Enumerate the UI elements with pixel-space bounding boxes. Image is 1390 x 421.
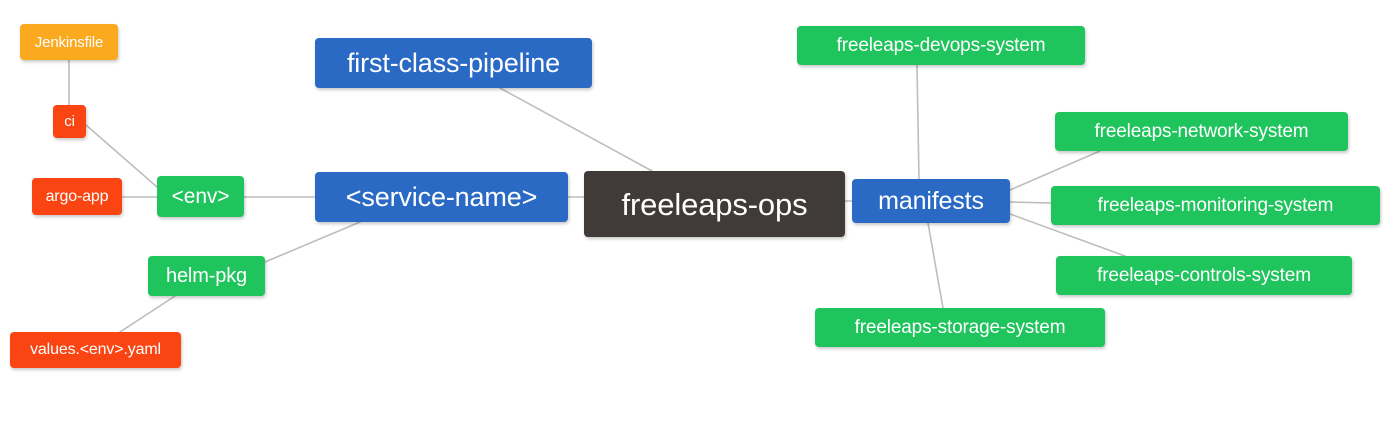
mindmap-node-freeleaps-storage-system[interactable]: freeleaps-storage-system <box>815 308 1105 347</box>
mindmap-node-argo-app[interactable]: argo-app <box>32 178 122 215</box>
node-label-freeleaps-ops: freeleaps-ops <box>621 186 808 222</box>
edge-values-yaml-to-helm-pkg <box>119 295 176 333</box>
mindmap-node-values-yaml[interactable]: values.<env>.yaml <box>10 332 181 368</box>
node-label-argo-app: argo-app <box>45 187 109 205</box>
node-label-freeleaps-controls-system: freeleaps-controls-system <box>1097 265 1311 286</box>
mindmap-node-freeleaps-controls-system[interactable]: freeleaps-controls-system <box>1056 256 1352 295</box>
mindmap-node-freeleaps-devops-system[interactable]: freeleaps-devops-system <box>797 26 1085 65</box>
node-label-freeleaps-monitoring-system: freeleaps-monitoring-system <box>1097 195 1334 216</box>
node-label-helm-pkg: helm-pkg <box>165 265 248 287</box>
node-label-freeleaps-storage-system: freeleaps-storage-system <box>854 317 1066 338</box>
node-label-freeleaps-network-system: freeleaps-network-system <box>1094 121 1309 142</box>
mindmap-node-freeleaps-network-system[interactable]: freeleaps-network-system <box>1055 112 1348 151</box>
edge-manifests-to-freeleaps-storage-system <box>927 222 944 309</box>
node-label-first-class-pipeline: first-class-pipeline <box>346 47 561 78</box>
edge-manifests-to-freeleaps-network-system <box>1009 150 1101 191</box>
mindmap-node-ci[interactable]: ci <box>53 105 86 138</box>
edge-manifests-to-freeleaps-monitoring-system <box>1009 201 1052 204</box>
mindmap-node-helm-pkg[interactable]: helm-pkg <box>148 256 265 296</box>
node-label-jenkinsfile: Jenkinsfile <box>34 33 104 51</box>
mindmap-node-env[interactable]: <env> <box>157 176 244 217</box>
node-label-freeleaps-devops-system: freeleaps-devops-system <box>836 35 1046 56</box>
node-label-manifests: manifests <box>878 186 984 215</box>
mindmap-node-service-name[interactable]: <service-name> <box>315 172 568 222</box>
mindmap-node-jenkinsfile[interactable]: Jenkinsfile <box>20 24 118 60</box>
node-label-env: <env> <box>171 185 230 208</box>
node-label-values-yaml: values.<env>.yaml <box>30 341 161 358</box>
mindmap-node-freeleaps-ops[interactable]: freeleaps-ops <box>584 171 845 237</box>
edge-first-class-pipeline-to-freeleaps-ops <box>499 87 653 172</box>
edge-helm-pkg-to-service-name <box>264 221 361 263</box>
mindmap-node-freeleaps-monitoring-system[interactable]: freeleaps-monitoring-system <box>1051 186 1380 225</box>
node-label-ci: ci <box>64 113 75 130</box>
mindmap-node-first-class-pipeline[interactable]: first-class-pipeline <box>315 38 592 88</box>
edge-manifests-to-freeleaps-devops-system <box>916 64 920 180</box>
mindmap-node-manifests[interactable]: manifests <box>852 179 1010 223</box>
node-label-service-name: <service-name> <box>345 181 538 212</box>
